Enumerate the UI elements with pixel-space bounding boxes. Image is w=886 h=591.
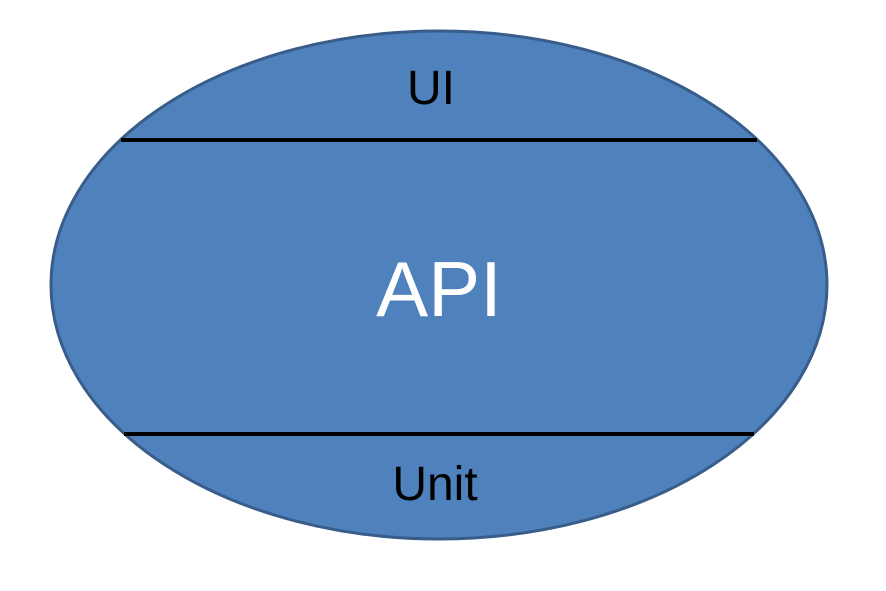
unit-section-label: Unit (392, 458, 477, 511)
ellipse-shape (49, 29, 829, 541)
ui-section-label: UI (407, 62, 455, 115)
api-section-label: API (376, 245, 502, 333)
